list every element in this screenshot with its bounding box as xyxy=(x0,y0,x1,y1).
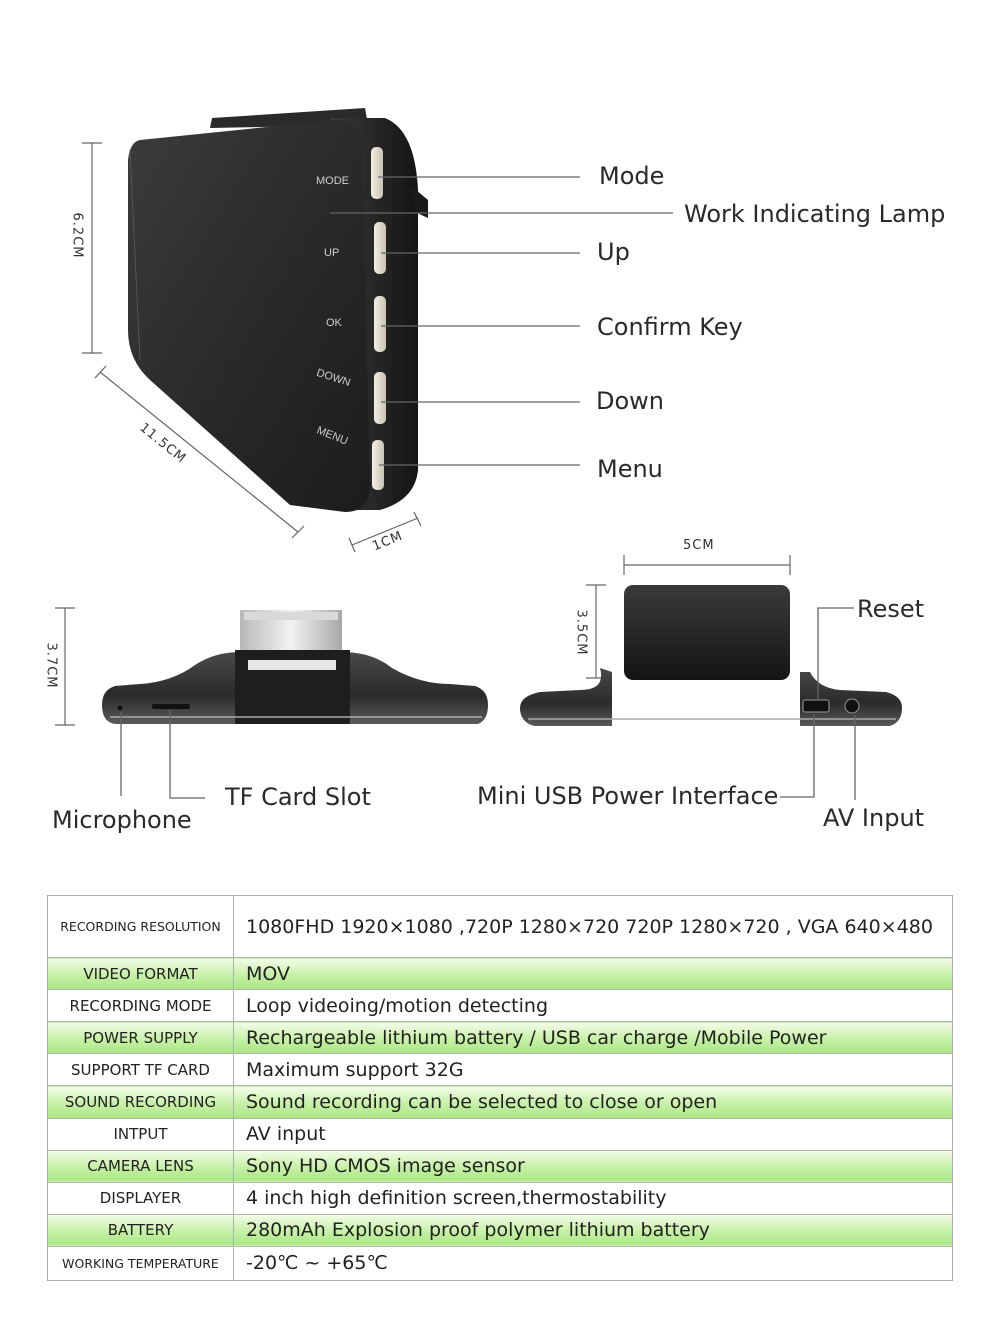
spec-key: DISPLAYER xyxy=(47,1181,234,1215)
dim-mount-height: 3.5CM xyxy=(573,609,589,656)
spec-value: 1080FHD 1920×1080 ,720P 1280×720 720P 12… xyxy=(233,894,953,959)
spec-value: Rechargeable lithium battery / USB car c… xyxy=(233,1021,953,1055)
spec-value: -20℃ ~ +65℃ xyxy=(233,1245,953,1282)
usb-port-shape xyxy=(802,699,830,713)
spec-value: Sony HD CMOS image sensor xyxy=(233,1149,953,1183)
table-row: CAMERA LENS Sony HD CMOS image sensor xyxy=(47,1149,953,1183)
ok-button-shape xyxy=(374,296,386,352)
mic-hole-shape xyxy=(117,705,123,711)
device-right-side-view xyxy=(520,585,902,726)
callout-lines xyxy=(330,176,673,466)
device-front-view xyxy=(128,108,428,512)
ok-button-label: OK xyxy=(326,317,342,329)
mode-button-shape xyxy=(371,147,383,199)
spec-value: Sound recording can be selected to close… xyxy=(233,1085,953,1119)
device-illustrations xyxy=(55,108,902,800)
dim-mount-width: 5CM xyxy=(683,538,715,553)
av-port-shape xyxy=(844,698,860,714)
table-row: POWER SUPPLY Rechargeable lithium batter… xyxy=(47,1021,953,1055)
spec-key: VIDEO FORMAT xyxy=(47,957,234,991)
spec-value: 280mAh Explosion proof polymer lithium b… xyxy=(233,1213,953,1247)
callout-mode: Mode xyxy=(599,162,665,190)
spec-value: MOV xyxy=(233,957,953,991)
spec-value: 4 inch high definition screen,thermostab… xyxy=(233,1181,953,1215)
callout-up: Up xyxy=(597,238,630,266)
callout-reset: Reset xyxy=(857,595,925,623)
table-row: DISPLAYER 4 inch high definition screen,… xyxy=(47,1181,953,1215)
dim-height-left: 3.7CM xyxy=(43,642,59,689)
spec-key: BATTERY xyxy=(47,1213,234,1247)
callout-mini-usb: Mini USB Power Interface xyxy=(477,782,779,810)
mode-button-label: MODE xyxy=(316,175,349,187)
table-row: VIDEO FORMAT MOV xyxy=(47,957,953,991)
up-button-shape xyxy=(374,222,386,274)
table-row: WORKING TEMPERATURE -20℃ ~ +65℃ xyxy=(47,1245,953,1282)
mount-block xyxy=(624,585,790,680)
tf-slot-shape xyxy=(152,704,190,709)
callout-av-input: AV Input xyxy=(823,804,925,832)
callout-microphone: Microphone xyxy=(52,806,192,834)
dim-height-front: 6.2CM xyxy=(69,212,85,259)
callout-down: Down xyxy=(596,387,665,415)
spec-table: RECORDING RESOLUTION 1080FHD 1920×1080 ,… xyxy=(47,894,953,1282)
table-row: RECORDING RESOLUTION 1080FHD 1920×1080 ,… xyxy=(47,894,953,959)
table-row: RECORDING MODE Loop videoing/motion dete… xyxy=(47,989,953,1023)
table-row: SUPPORT TF CARD Maximum support 32G xyxy=(47,1053,953,1087)
spec-key: POWER SUPPLY xyxy=(47,1021,234,1055)
device-left-side-view xyxy=(102,610,488,724)
spec-value: Loop videoing/motion detecting xyxy=(233,989,953,1023)
dimension-lines xyxy=(55,142,791,726)
spec-key: SUPPORT TF CARD xyxy=(47,1053,234,1087)
up-button-label: UP xyxy=(324,247,340,259)
callout-work-lamp: Work Indicating Lamp xyxy=(684,200,946,228)
down-button-shape xyxy=(374,372,386,424)
device-screen xyxy=(128,119,371,512)
menu-button-shape xyxy=(372,440,384,490)
spec-key: WORKING TEMPERATURE xyxy=(47,1245,234,1282)
spec-value: AV input xyxy=(233,1117,953,1151)
table-row: INTPUT AV input xyxy=(47,1117,953,1151)
callout-menu: Menu xyxy=(597,455,663,483)
spec-key: INTPUT xyxy=(47,1117,234,1151)
callout-confirm-key: Confirm Key xyxy=(597,313,743,341)
table-row: SOUND RECORDING Sound recording can be s… xyxy=(47,1085,953,1119)
spec-value: Maximum support 32G xyxy=(233,1053,953,1087)
spec-key: RECORDING RESOLUTION xyxy=(47,894,234,959)
callout-tf-card-slot: TF Card Slot xyxy=(225,783,371,811)
table-row: BATTERY 280mAh Explosion proof polymer l… xyxy=(47,1213,953,1247)
spec-key: SOUND RECORDING xyxy=(47,1085,234,1119)
spec-key: RECORDING MODE xyxy=(47,989,234,1023)
spec-key: CAMERA LENS xyxy=(47,1149,234,1183)
